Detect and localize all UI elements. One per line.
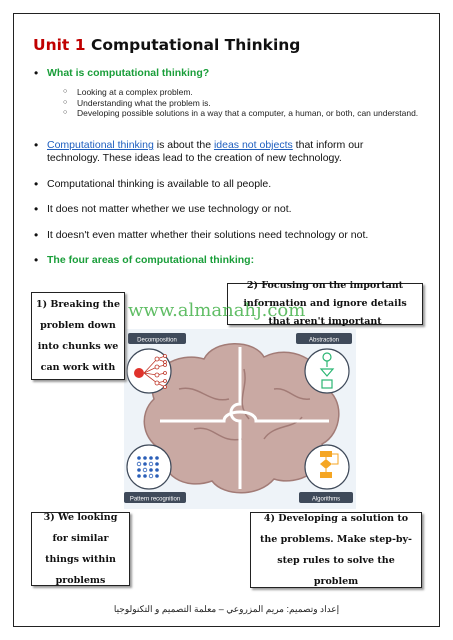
sub-item: Looking at a complex problem.	[63, 87, 422, 98]
pattern-label: Pattern recognition	[130, 497, 180, 503]
paragraph-3: It does not matter whether we use techno…	[34, 203, 407, 216]
callout-algorithms: 4) Developing a solution to the problems…	[250, 512, 422, 588]
page-border	[13, 13, 440, 627]
question-heading: What is computational thinking?	[34, 67, 407, 80]
decomposition-root	[134, 368, 144, 378]
abstraction-icon	[304, 348, 350, 394]
brain-fold	[178, 368, 311, 441]
callout-decomposition: 1) Breaking the problem down into chunks…	[31, 292, 125, 380]
callout-abstraction: 2) Focusing on the important information…	[227, 280, 423, 327]
footer-credit: إعداد وتصميم: مريم المزروعي – معلمة التص…	[113, 604, 340, 614]
algorithms-tab	[299, 492, 353, 503]
paragraph-4: It doesn't even matter whether their sol…	[34, 229, 407, 242]
paragraph-2: Computational thinking is available to a…	[34, 178, 407, 191]
sub-item: Understanding what the problem is.	[63, 98, 422, 109]
sub-list: Looking at a complex problem. Understand…	[63, 87, 422, 119]
algorithms-label: Algorithms	[312, 497, 340, 503]
unit-label: Unit 1	[33, 36, 86, 54]
paragraph-1: Computational thinking is about the idea…	[34, 139, 397, 165]
abstraction-label: Abstraction	[309, 338, 339, 344]
brain-diagram: Decomposition Abstraction Pattern recogn…	[124, 329, 356, 509]
four-areas-heading: The four areas of computational thinking…	[34, 254, 407, 267]
decomposition-label: Decomposition	[137, 338, 177, 344]
brain-svg: Decomposition Abstraction Pattern recogn…	[124, 329, 356, 509]
title-text: Computational Thinking	[90, 36, 301, 54]
page-title: Unit 1 Computational Thinking	[33, 36, 300, 54]
pattern-icon	[126, 444, 172, 490]
decomposition-tab	[128, 333, 186, 344]
pattern-tab	[124, 492, 186, 503]
puzzle-line	[160, 347, 329, 489]
abstraction-tab	[296, 333, 352, 344]
link-ideas-not-objects[interactable]: ideas not objects	[213, 139, 293, 151]
callout-pattern-recognition: 3) We looking for similar things within …	[31, 512, 130, 586]
link-computational-thinking[interactable]: Computational thinking	[47, 139, 154, 151]
watermark: www.almanahj.com	[128, 300, 306, 321]
sub-item: Developing possible solutions in a way t…	[63, 108, 422, 119]
